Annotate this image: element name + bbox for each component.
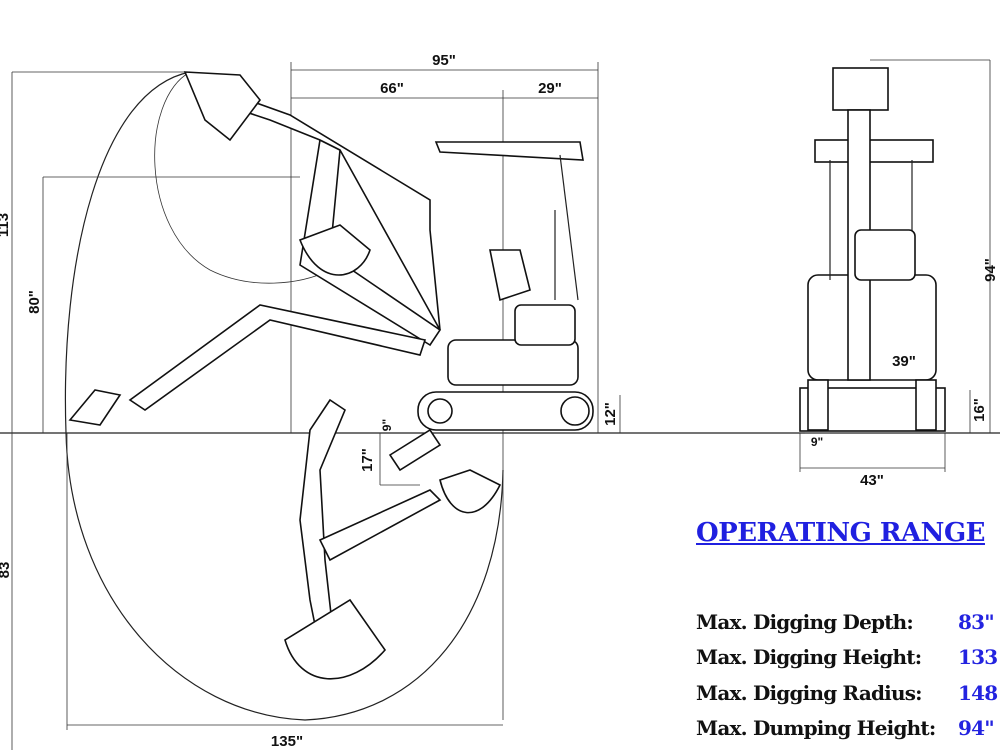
spec-row: Max. Digging Radius: 148 bbox=[696, 675, 1000, 711]
digging-envelope bbox=[64, 71, 504, 721]
dim-overall-width: 43" bbox=[860, 472, 884, 489]
dim-track-gauge: 39" bbox=[892, 353, 916, 370]
inner-envelope bbox=[154, 71, 331, 284]
dim-front-length: 66" bbox=[380, 80, 404, 97]
spec-row: Max. Digging Height: 133 bbox=[696, 640, 1000, 676]
spec-row: Max. Digging Depth: 83" bbox=[696, 604, 1000, 640]
operating-range-title: OPERATING RANGE bbox=[696, 518, 985, 548]
excavator-side-view bbox=[68, 71, 594, 680]
dim-depth: 83 bbox=[0, 562, 13, 579]
dim-reach: 135" bbox=[271, 733, 303, 750]
dim-overall-length: 95" bbox=[432, 52, 456, 69]
spec-label: Max. Digging Height: bbox=[696, 645, 922, 670]
dim-blade-depth: 17" bbox=[359, 448, 376, 472]
excavator-front-view bbox=[799, 67, 946, 432]
dim-rear-length: 29" bbox=[538, 80, 562, 97]
spec-value: 133 bbox=[958, 645, 998, 670]
operating-range-specs: Max. Digging Depth: 83" Max. Digging Heig… bbox=[696, 604, 1000, 746]
spec-value: 148 bbox=[958, 680, 998, 705]
dim-height-80: 80" bbox=[26, 290, 43, 314]
dim-track-width: 9" bbox=[811, 435, 823, 449]
spec-value: 94" bbox=[958, 716, 995, 741]
dim-ground-clearance: 9" bbox=[380, 419, 394, 431]
spec-label: Max. Digging Depth: bbox=[696, 609, 914, 634]
spec-row: Max. Dumping Height: 94" bbox=[696, 711, 1000, 747]
spec-value: 83" bbox=[958, 609, 995, 634]
dim-track-height-front: 16" bbox=[971, 398, 988, 422]
dim-track-height: 12" bbox=[602, 402, 619, 426]
dim-max-height: 113 bbox=[0, 213, 12, 237]
dim-front-height: 94" bbox=[982, 258, 999, 282]
spec-label: Max. Dumping Height: bbox=[696, 716, 936, 741]
spec-label: Max. Digging Radius: bbox=[696, 680, 923, 705]
